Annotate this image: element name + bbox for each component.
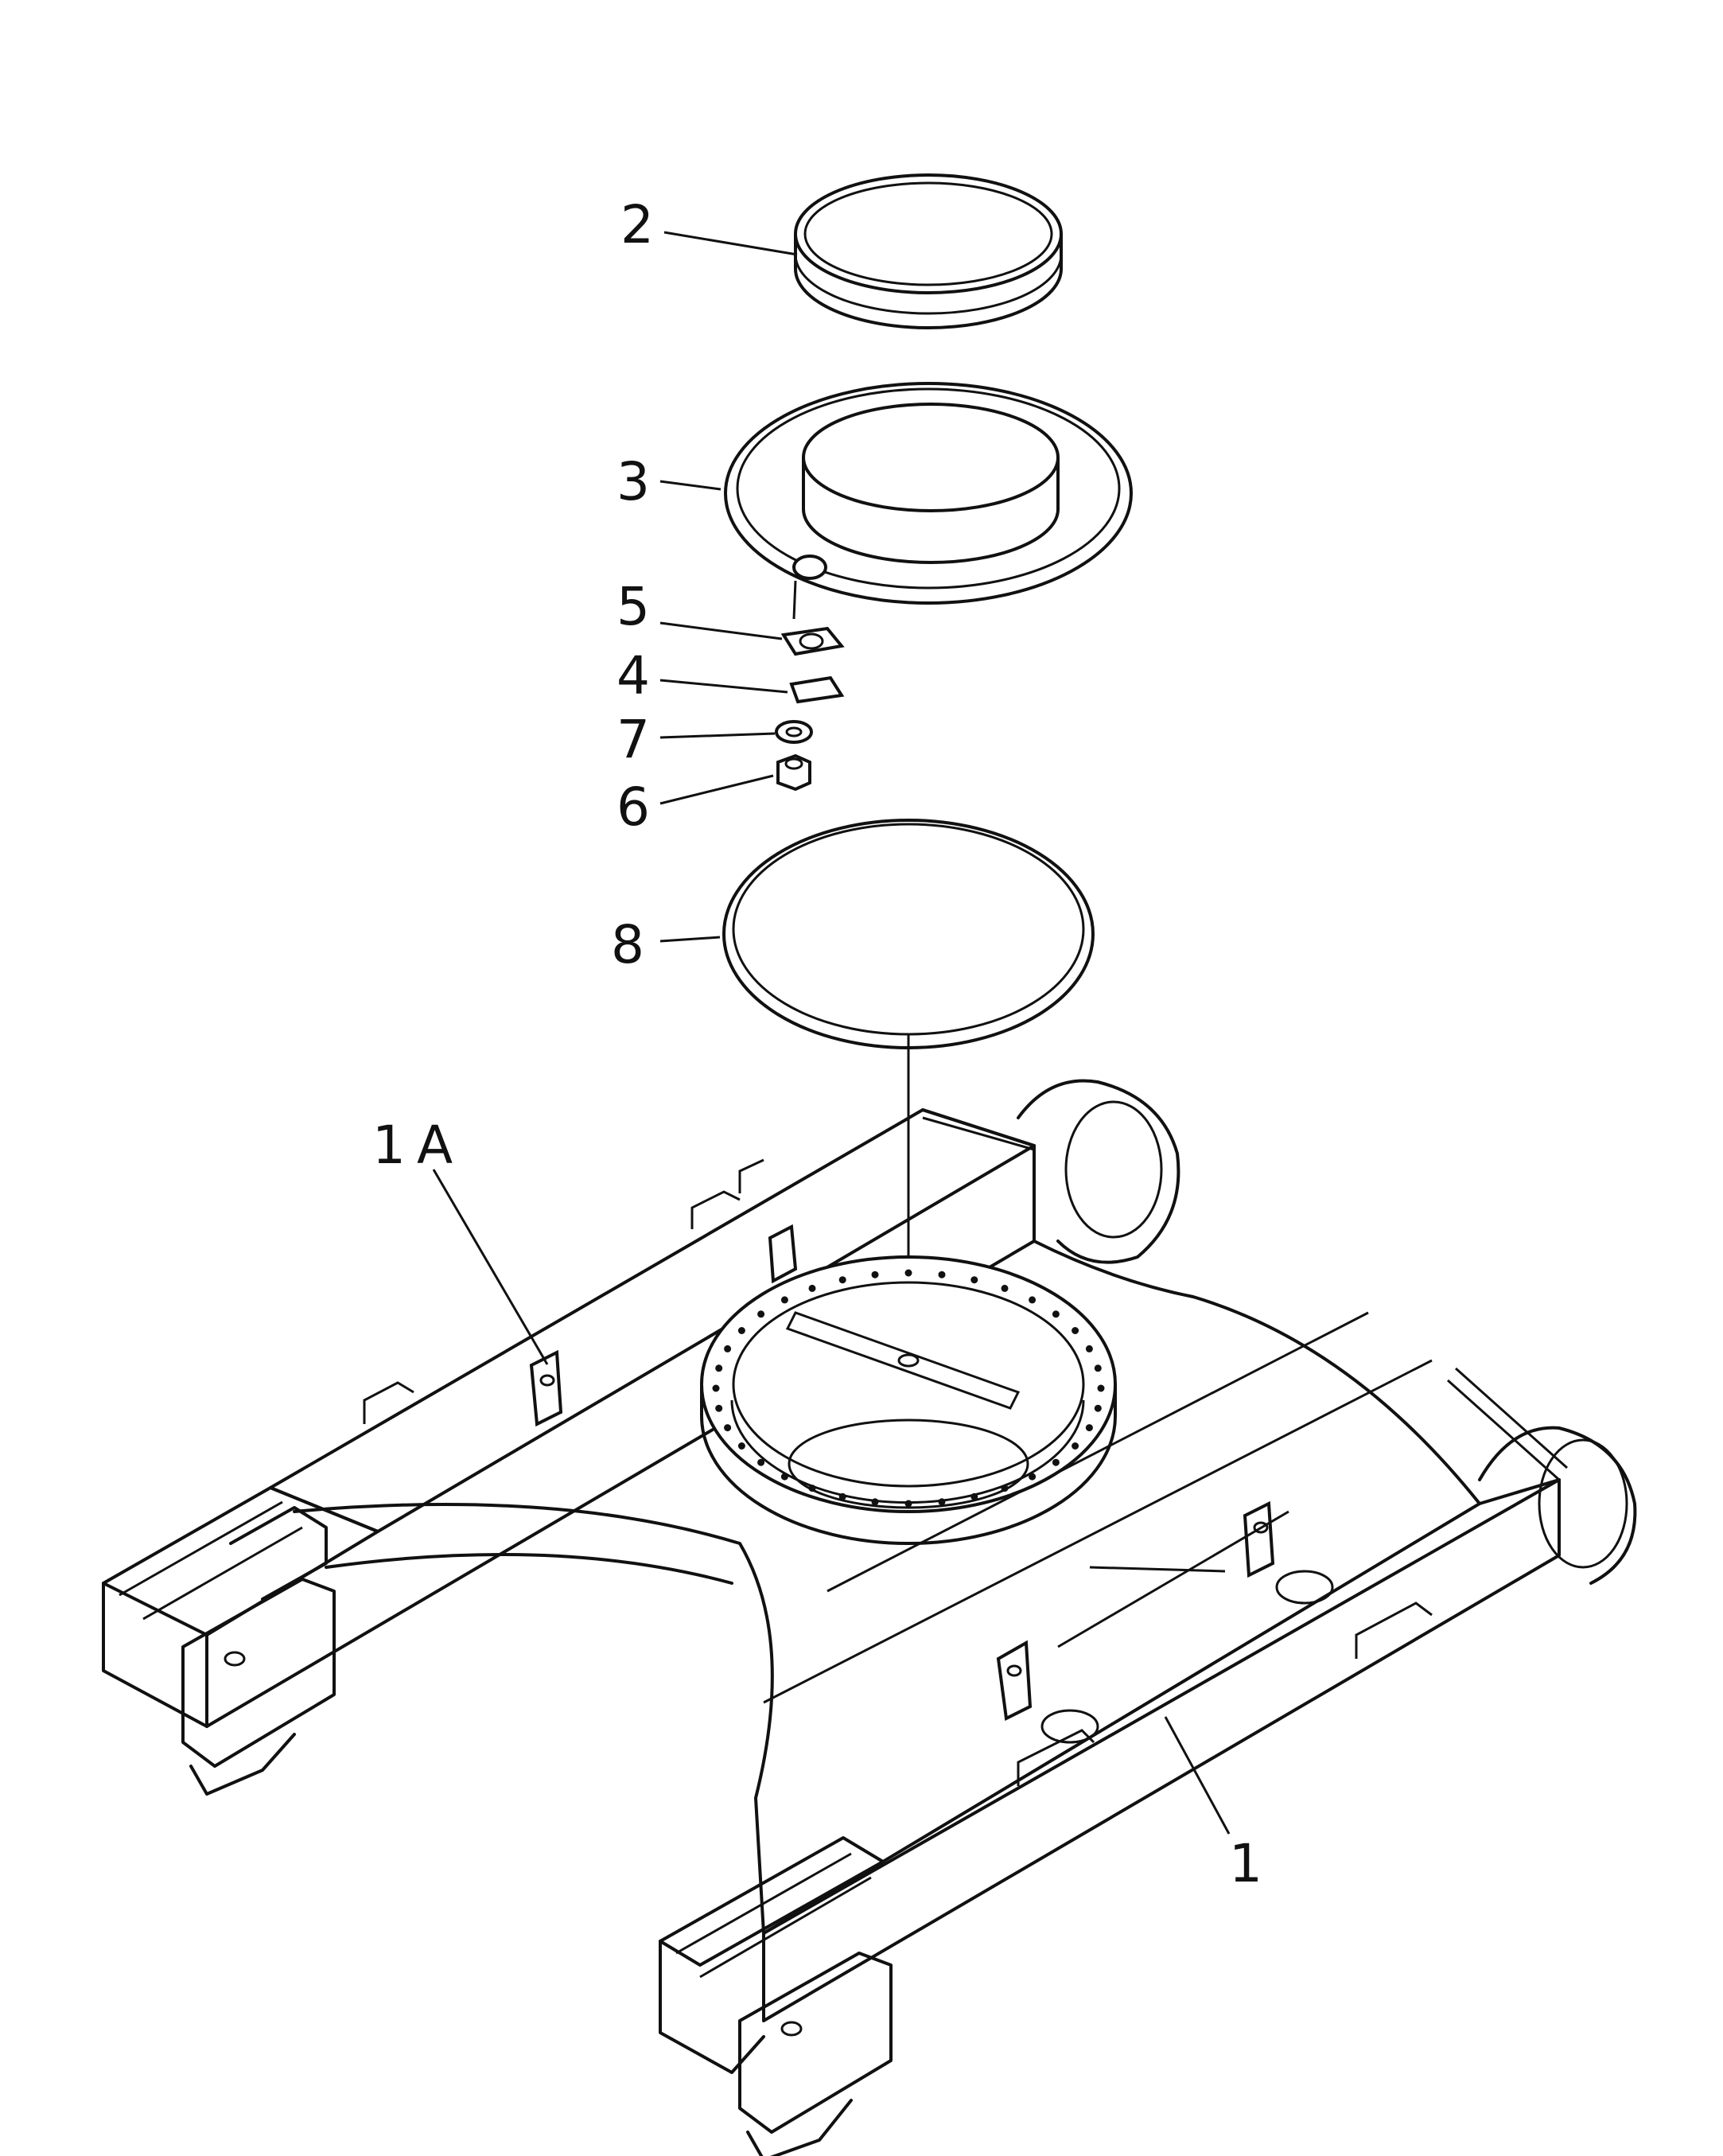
bolt-hole bbox=[938, 1271, 946, 1278]
bolt-hole bbox=[808, 1485, 816, 1492]
bolt-hole bbox=[780, 1296, 788, 1304]
callout-7: 7 bbox=[616, 709, 650, 770]
bolt-hole bbox=[780, 1473, 788, 1481]
bolt-hole bbox=[1072, 1442, 1079, 1450]
callout-5: 5 bbox=[616, 576, 650, 637]
bolt-hole bbox=[1029, 1473, 1037, 1481]
leader-lines bbox=[432, 231, 1231, 1835]
bolt-hole bbox=[715, 1404, 723, 1412]
washer-part-7 bbox=[775, 720, 813, 744]
nut-part-6 bbox=[776, 753, 811, 792]
bolt-hole bbox=[904, 1269, 912, 1277]
leader-8 bbox=[659, 936, 721, 943]
leader-1A bbox=[432, 1169, 549, 1365]
bolt-hole bbox=[737, 1442, 745, 1450]
bolt-hole bbox=[757, 1310, 765, 1318]
callout-labels: 2 3 5 4 7 6 8 1A 1 bbox=[372, 194, 1262, 1894]
bolt-hole bbox=[871, 1271, 879, 1278]
ring-part-2 bbox=[794, 173, 1063, 329]
seal-ring-part-8 bbox=[722, 819, 1095, 1049]
callout-1A: 1A bbox=[372, 1115, 464, 1176]
bolt-hole bbox=[757, 1458, 765, 1466]
bolt-hole bbox=[712, 1384, 720, 1392]
bolt-hole bbox=[970, 1276, 978, 1284]
bolt-hole bbox=[838, 1492, 846, 1500]
leader-3 bbox=[659, 480, 721, 491]
bolt-hole bbox=[715, 1364, 723, 1372]
bolt-hole bbox=[1072, 1327, 1079, 1334]
bolt-hole bbox=[1052, 1310, 1060, 1318]
bolt-hole bbox=[938, 1498, 946, 1506]
leader-6 bbox=[659, 774, 774, 805]
leader-5 bbox=[659, 621, 783, 640]
cover-plate-part-3 bbox=[724, 382, 1133, 620]
bolt-hole bbox=[904, 1500, 912, 1508]
bolt-hole bbox=[1001, 1284, 1009, 1292]
bolt-hole bbox=[1052, 1458, 1060, 1466]
bolt-hole bbox=[1085, 1424, 1093, 1432]
leader-7 bbox=[659, 732, 776, 739]
callout-4: 4 bbox=[616, 645, 650, 706]
turntable-bolt-holes bbox=[712, 1269, 1105, 1508]
leader-2 bbox=[663, 231, 798, 256]
bolt-hole bbox=[1094, 1404, 1102, 1412]
callout-2: 2 bbox=[620, 194, 654, 255]
callout-3: 3 bbox=[616, 451, 650, 512]
bolt-hole bbox=[1001, 1485, 1009, 1492]
bolt-hole bbox=[808, 1284, 816, 1292]
bolt-hole bbox=[1094, 1364, 1102, 1372]
gasket-part-5 bbox=[780, 626, 845, 656]
cover-part-4 bbox=[789, 675, 845, 704]
bolt-hole bbox=[737, 1327, 745, 1334]
bolt-hole bbox=[1029, 1296, 1037, 1304]
bolt-hole bbox=[724, 1345, 732, 1352]
bolt-hole bbox=[724, 1424, 732, 1432]
leader-1 bbox=[1164, 1716, 1231, 1835]
leader-4 bbox=[659, 679, 788, 694]
track-frame-part-1 bbox=[102, 1079, 1637, 2156]
bolt-hole bbox=[970, 1492, 978, 1500]
callout-8: 8 bbox=[611, 914, 644, 975]
bolt-hole bbox=[1085, 1345, 1093, 1352]
bolt-hole bbox=[871, 1498, 879, 1506]
bolt-hole bbox=[1097, 1384, 1105, 1392]
bolt-hole bbox=[838, 1276, 846, 1284]
callout-1: 1 bbox=[1229, 1833, 1262, 1894]
callout-6: 6 bbox=[616, 776, 650, 838]
